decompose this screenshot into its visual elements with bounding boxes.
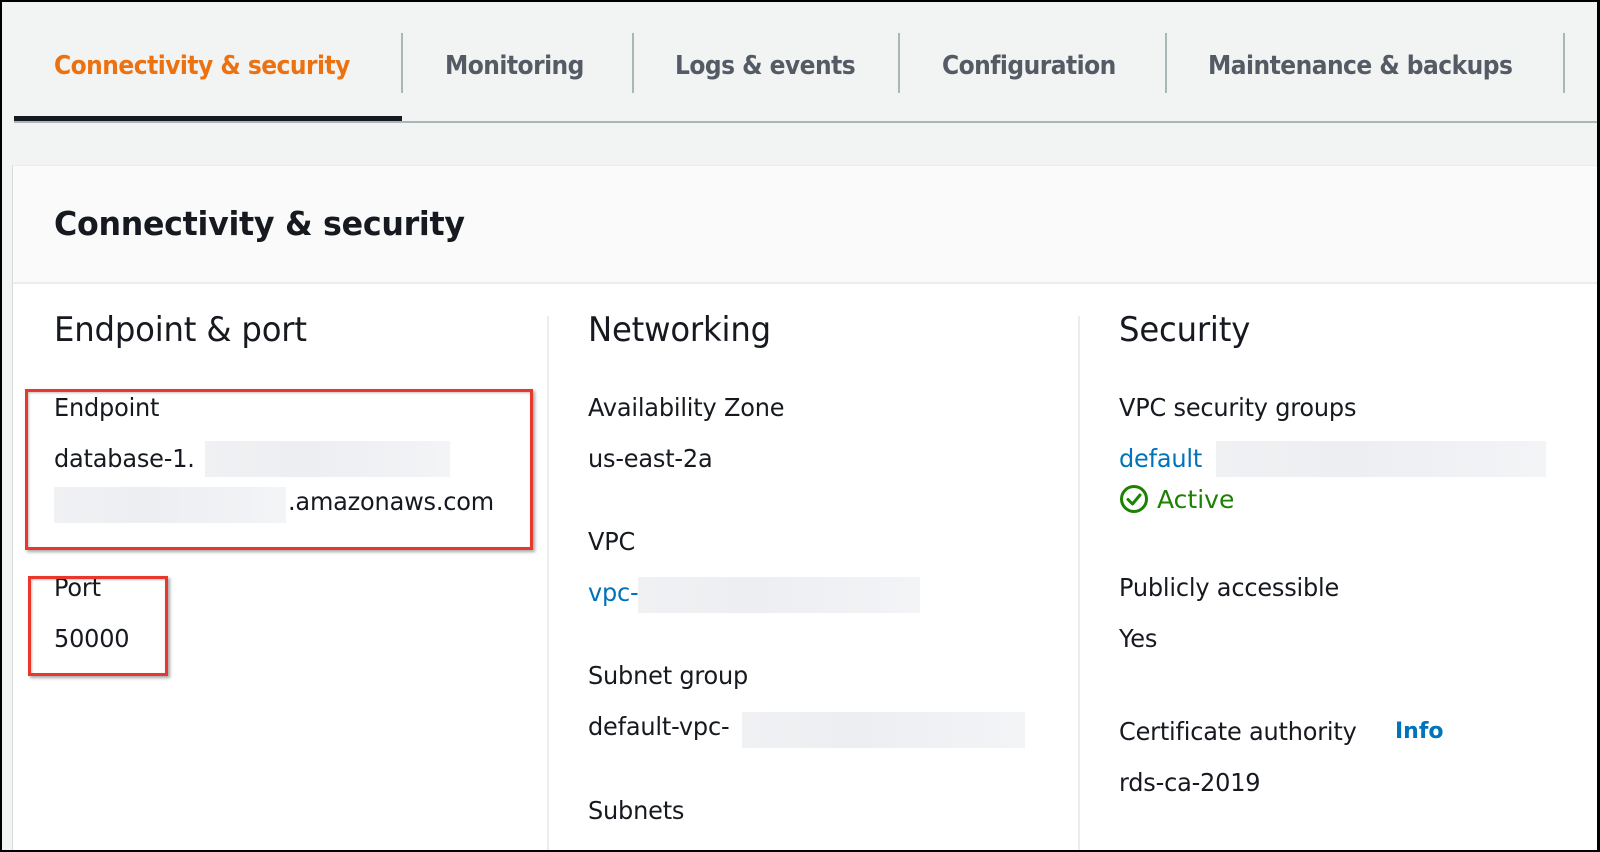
vpc-security-groups-label: VPC security groups	[1119, 393, 1357, 422]
security-group-link[interactable]: default	[1119, 444, 1203, 473]
column-divider	[1078, 316, 1080, 850]
info-link[interactable]: Info	[1395, 719, 1444, 744]
endpoint-value-line1[interactable]: database-1.	[54, 444, 195, 473]
tab-maintenance-backups[interactable]: Maintenance & backups	[1208, 51, 1513, 81]
tabs-baseline	[14, 121, 1597, 123]
networking-heading: Networking	[588, 310, 771, 350]
tab-configuration[interactable]: Configuration	[942, 51, 1116, 81]
panel-header: Connectivity & security	[13, 166, 1597, 284]
tab-separator	[898, 33, 900, 93]
endpoint-port-heading: Endpoint & port	[54, 310, 307, 350]
certificate-authority-value: rds-ca-2019	[1119, 768, 1261, 797]
tab-separator	[401, 33, 403, 93]
security-heading: Security	[1119, 310, 1251, 350]
panel-title: Connectivity & security	[54, 204, 465, 243]
port-label: Port	[54, 573, 101, 602]
status-text: Active	[1157, 484, 1235, 514]
tab-logs-events[interactable]: Logs & events	[675, 51, 856, 81]
column-divider	[547, 316, 549, 850]
tab-connectivity-security[interactable]: Connectivity & security	[54, 51, 350, 81]
publicly-accessible-value: Yes	[1119, 624, 1158, 653]
tab-separator	[1165, 33, 1167, 93]
endpoint-value-line2[interactable]: .amazonaws.com	[288, 487, 494, 516]
publicly-accessible-label: Publicly accessible	[1119, 573, 1340, 602]
endpoint-label: Endpoint	[54, 393, 160, 422]
redacted-region	[638, 577, 920, 613]
security-group-status: Active	[1119, 484, 1234, 514]
redacted-region	[1216, 441, 1546, 477]
certificate-authority-label: Certificate authority	[1119, 717, 1357, 746]
redacted-region	[742, 712, 1025, 748]
subnet-group-value[interactable]: default-vpc-	[588, 712, 730, 741]
redacted-region	[205, 441, 450, 477]
availability-zone-label: Availability Zone	[588, 393, 785, 422]
tab-separator	[1563, 33, 1565, 93]
vpc-link[interactable]: vpc-	[588, 578, 639, 607]
subnets-label: Subnets	[588, 796, 685, 825]
availability-zone-value: us-east-2a	[588, 444, 713, 473]
connectivity-security-panel: Connectivity & security Endpoint & port …	[12, 165, 1597, 850]
vpc-label: VPC	[588, 527, 636, 556]
tab-monitoring[interactable]: Monitoring	[445, 51, 584, 81]
check-circle-icon	[1120, 485, 1148, 513]
redacted-region	[54, 487, 286, 523]
active-tab-indicator	[14, 116, 402, 121]
subnet-group-label: Subnet group	[588, 661, 749, 690]
tab-separator	[632, 33, 634, 93]
port-value[interactable]: 50000	[54, 624, 130, 653]
